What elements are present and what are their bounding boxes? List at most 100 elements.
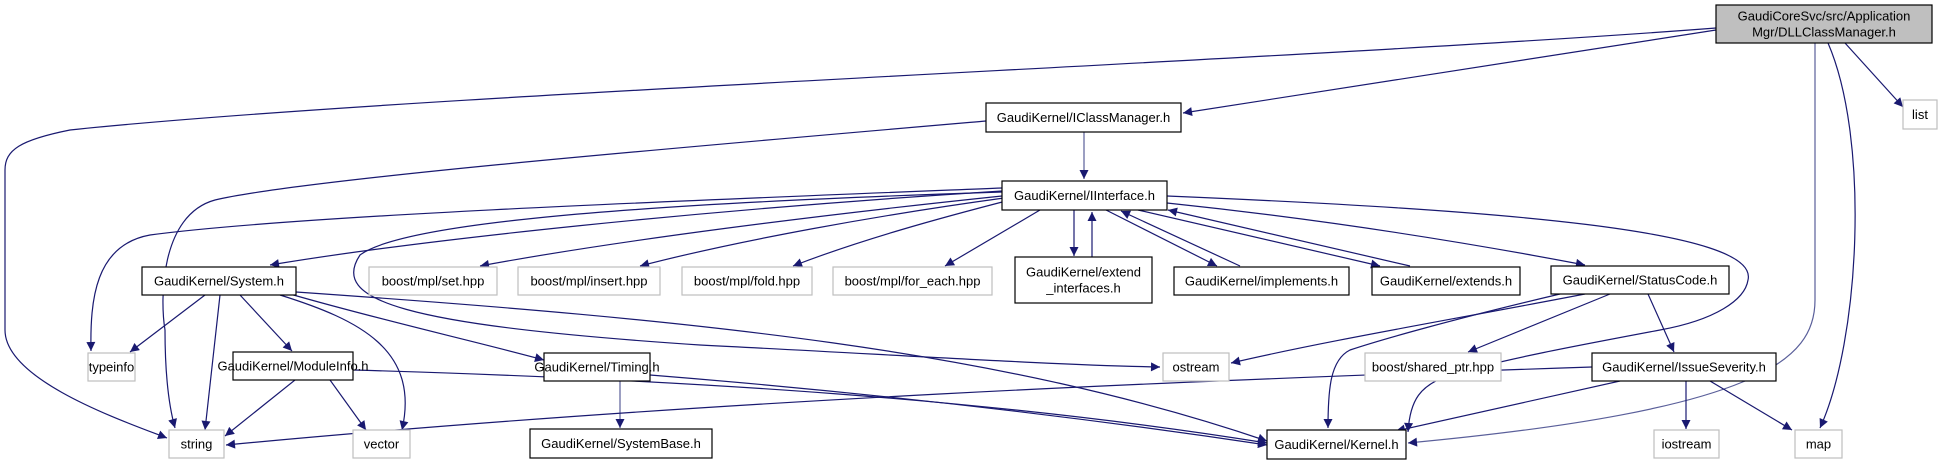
node-box: [517, 266, 661, 296]
edge-implements-to-iinterface: [1120, 210, 1241, 267]
edge-moduleinfo-to-vector: [329, 379, 367, 431]
node-ostream: ostream: [1162, 352, 1230, 382]
node-root[interactable]: GaudiCoreSvc/src/ApplicationMgr/DLLClass…: [1715, 4, 1933, 44]
node-label: Mgr/DLLClassManager.h: [1752, 25, 1896, 40]
edge-root-to-string: [4, 27, 1717, 439]
node-label: GaudiKernel/StatusCode.h: [1563, 273, 1718, 288]
node-label: typeinfo: [89, 360, 135, 375]
node-label: _interfaces.h: [1045, 281, 1120, 296]
edge-iinterface-to-typeinfo: [86, 187, 1003, 352]
node-label: GaudiKernel/IClassManager.h: [997, 110, 1170, 125]
edge-root-to-map: [1819, 42, 1856, 429]
nodes-layer: GaudiCoreSvc/src/ApplicationMgr/DLLClass…: [87, 4, 1938, 460]
node-box: [168, 429, 225, 459]
node-label: GaudiKernel/Timing.h: [534, 360, 659, 375]
node-box: [141, 266, 297, 296]
node-iclassmanager[interactable]: GaudiKernel/IClassManager.h: [985, 102, 1182, 133]
node-mpl_fold: boost/mpl/fold.hpp: [681, 266, 813, 296]
edge-statuscode-to-ostream: [1230, 293, 1586, 366]
node-box: [232, 351, 354, 381]
edges-layer: [4, 27, 1904, 449]
node-box: [1653, 429, 1720, 459]
edge-root-to-iclassmanager: [1182, 29, 1717, 117]
node-label: GaudiKernel/ModuleInfo.h: [217, 359, 368, 374]
node-box: [1162, 352, 1230, 382]
edge-root-to-list: [1844, 42, 1904, 108]
edge-moduleinfo-to-kernel: [352, 369, 1268, 447]
node-timing[interactable]: GaudiKernel/Timing.h: [534, 352, 660, 382]
node-box: [1902, 99, 1938, 130]
edge-iinterface-to-ostream: [353, 191, 1161, 372]
node-box: [1591, 352, 1777, 382]
node-box: [529, 428, 713, 459]
edge-iinterface-to-kernel: [1166, 195, 1749, 433]
edge-moduleinfo-to-string: [224, 379, 296, 437]
node-label: GaudiKernel/extends.h: [1380, 274, 1512, 289]
node-string: string: [168, 429, 225, 459]
node-label: iostream: [1662, 437, 1712, 452]
edge-system-to-moduleinfo: [239, 294, 293, 352]
node-label: ostream: [1173, 360, 1220, 375]
node-moduleinfo[interactable]: GaudiKernel/ModuleInfo.h: [217, 351, 369, 381]
node-box: [681, 266, 813, 296]
edge-iinterface-to-implements: [1105, 209, 1218, 267]
node-box: [1014, 256, 1153, 304]
node-box: [1364, 352, 1502, 382]
node-label: map: [1806, 437, 1831, 452]
node-label: GaudiKernel/implements.h: [1185, 274, 1338, 289]
node-systembase[interactable]: GaudiKernel/SystemBase.h: [529, 428, 713, 459]
edge-issueseverity-to-kernel: [1395, 380, 1621, 434]
node-statuscode[interactable]: GaudiKernel/StatusCode.h: [1550, 265, 1730, 295]
node-label: boost/mpl/for_each.hpp: [845, 274, 981, 289]
node-box: [1266, 429, 1407, 460]
node-implements[interactable]: GaudiKernel/implements.h: [1173, 266, 1350, 296]
edge-iinterface-to-system: [269, 190, 1003, 268]
node-map: map: [1794, 429, 1843, 459]
edge-statuscode-to-shared_ptr: [1467, 293, 1611, 353]
node-box: [1173, 266, 1350, 296]
node-list: list: [1902, 99, 1938, 130]
edge-extends-to-iinterface: [1167, 207, 1411, 267]
node-label: boost/mpl/set.hpp: [382, 274, 485, 289]
node-box: [985, 102, 1182, 133]
node-box: [352, 429, 411, 459]
node-system[interactable]: GaudiKernel/System.h: [141, 266, 297, 296]
node-box: [1371, 266, 1521, 296]
edge-system-to-vector: [279, 294, 409, 431]
node-box: [87, 352, 136, 382]
node-box: [1550, 265, 1730, 295]
node-vector: vector: [352, 429, 411, 459]
node-label: vector: [364, 437, 400, 452]
edge-statuscode-to-issueseverity: [1647, 293, 1675, 353]
node-label: GaudiKernel/extend: [1026, 265, 1141, 280]
node-box: [1715, 4, 1933, 44]
node-extends[interactable]: GaudiKernel/extends.h: [1371, 266, 1521, 296]
node-extend_interfaces[interactable]: GaudiKernel/extend_interfaces.h: [1014, 256, 1153, 304]
node-iinterface[interactable]: GaudiKernel/IInterface.h: [1001, 180, 1168, 211]
edge-iinterface-to-extends: [1137, 209, 1381, 269]
edge-iinterface-to-statuscode: [1166, 202, 1586, 268]
node-label: GaudiCoreSvc/src/Application: [1738, 9, 1911, 24]
edge-system-to-kernel: [295, 291, 1268, 443]
node-kernel[interactable]: GaudiKernel/Kernel.h: [1266, 429, 1407, 460]
edge-statuscode-to-kernel: [1323, 293, 1561, 429]
edge-system-to-typeinfo: [129, 294, 206, 353]
node-box: [543, 352, 651, 382]
node-label: GaudiKernel/IInterface.h: [1014, 188, 1155, 203]
node-mpl_insert: boost/mpl/insert.hpp: [517, 266, 661, 296]
node-issueseverity[interactable]: GaudiKernel/IssueSeverity.h: [1591, 352, 1777, 382]
node-box: [1001, 180, 1168, 211]
edge-iclassmanager-to-string: [162, 120, 987, 429]
node-box: [368, 266, 498, 296]
node-label: GaudiKernel/Kernel.h: [1274, 437, 1398, 452]
node-typeinfo: typeinfo: [87, 352, 136, 382]
node-box: [832, 266, 993, 296]
node-label: boost/mpl/fold.hpp: [694, 274, 800, 289]
edge-timing-to-kernel: [649, 374, 1268, 449]
node-iostream: iostream: [1653, 429, 1720, 459]
node-label: boost/shared_ptr.hpp: [1372, 360, 1494, 375]
edge-issueseverity-to-map: [1709, 380, 1793, 431]
node-shared_ptr: boost/shared_ptr.hpp: [1364, 352, 1502, 382]
node-label: string: [181, 437, 213, 452]
